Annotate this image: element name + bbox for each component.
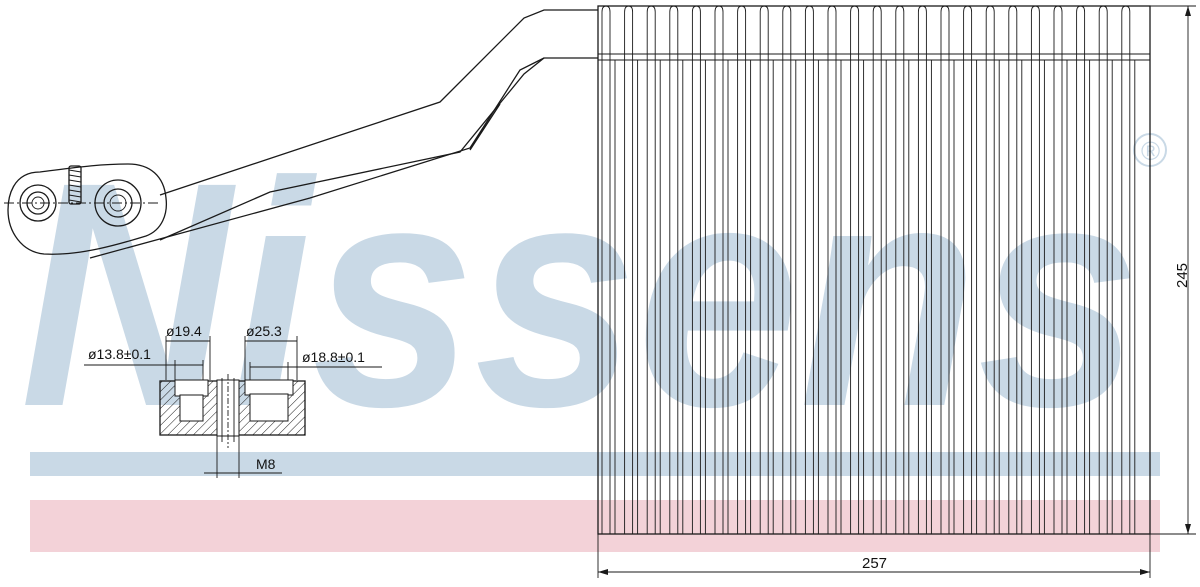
width-label: 257	[862, 555, 887, 572]
core-tube	[872, 5, 882, 534]
height-label: 245	[1174, 263, 1191, 288]
stud-thread-line	[68, 179, 82, 183]
d188-label: ø18.8±0.1	[302, 349, 365, 365]
large-port-inner	[103, 188, 133, 218]
width-arrow-left	[598, 569, 608, 575]
core-tube	[985, 5, 995, 534]
core-tube	[895, 5, 905, 534]
height-arrow-bottom	[1185, 524, 1191, 534]
core-tube	[669, 5, 679, 534]
connection-flange	[4, 163, 168, 255]
large-bore-cut	[244, 379, 294, 396]
core-tube	[1030, 5, 1040, 534]
core-tube	[804, 5, 814, 534]
d253-label: ø25.3	[246, 323, 282, 339]
stud-thread-line	[68, 199, 82, 203]
watermark-blue-band	[30, 452, 1160, 476]
small-port-inner	[26, 191, 50, 215]
stud-threads	[68, 169, 82, 203]
core-tube	[782, 5, 792, 534]
core-tube	[691, 5, 701, 534]
core-tube	[759, 5, 769, 534]
core-tube	[917, 5, 927, 534]
height-arrow-top	[1185, 6, 1191, 16]
core-tube	[1121, 5, 1131, 534]
core-tube	[963, 5, 973, 534]
core-tube	[1076, 5, 1086, 534]
small-bore-hole	[179, 394, 204, 422]
large-port-bore	[109, 194, 127, 212]
large-bore-hole	[249, 393, 289, 422]
core-tube	[850, 5, 860, 534]
core-tube	[601, 5, 611, 534]
stud-thread-line	[68, 174, 82, 178]
core-tube	[940, 5, 950, 534]
core-tube	[714, 5, 724, 534]
core-outline	[597, 5, 1151, 535]
core-tube	[827, 5, 837, 534]
watermark-red-band	[30, 500, 1160, 552]
flange-section-view	[159, 374, 306, 448]
refrigerant-pipes	[89, 9, 598, 259]
dimension-lines: 245 257 ø19.4 ø13.8±0.1 ø25.3 ø18.8±0.1	[84, 5, 1196, 578]
small-port-outer	[19, 184, 57, 222]
stud-thread-line	[68, 184, 82, 188]
large-port-outer	[94, 179, 142, 227]
small-port-bore	[31, 196, 45, 210]
core-tube	[737, 5, 747, 534]
evaporator-core	[597, 5, 1151, 535]
d138-label: ø13.8±0.1	[88, 346, 151, 362]
core-tube	[1098, 5, 1108, 534]
core-tube	[646, 5, 656, 534]
pipe-lower	[89, 57, 545, 259]
d194-label: ø19.4	[166, 323, 202, 339]
core-tubes	[601, 5, 1136, 534]
width-arrow-right	[1140, 569, 1150, 575]
core-tube	[1053, 5, 1063, 534]
stud-thread-line	[68, 194, 82, 198]
core-tube	[624, 5, 634, 534]
stud-thread-line	[68, 189, 82, 193]
core-tube	[1008, 5, 1018, 534]
small-bore-cut	[174, 379, 209, 397]
stud-thread-line	[68, 169, 82, 173]
flange-outline	[7, 163, 168, 255]
m8-label: M8	[256, 456, 276, 472]
